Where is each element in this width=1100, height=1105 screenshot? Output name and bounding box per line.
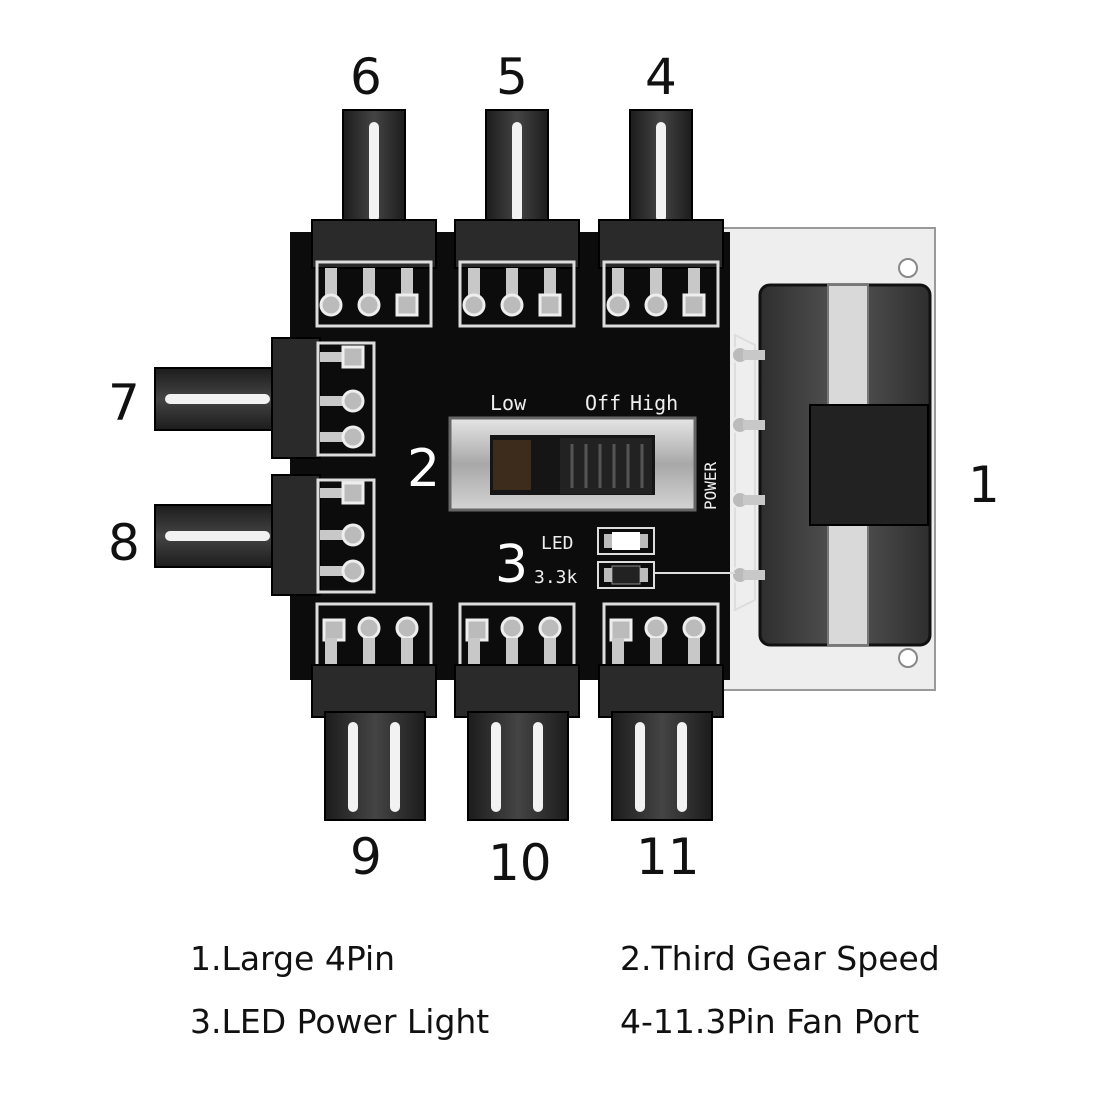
legend-item-2: 2.Third Gear Speed <box>620 939 940 978</box>
fan-port-9 <box>311 602 437 821</box>
switch-label-low: Low <box>490 391 527 415</box>
callout-7: 7 <box>108 374 140 432</box>
callout-11: 11 <box>636 828 700 886</box>
callout-4: 4 <box>645 48 677 106</box>
callout-6: 6 <box>350 48 382 106</box>
fan-port-8 <box>154 474 376 596</box>
legend-item-1: 1.Large 4Pin <box>190 939 396 978</box>
callout-1: 1 <box>968 456 1000 514</box>
switch-label-off: Off <box>585 391 621 415</box>
resistor-label: 3.3k <box>534 567 578 588</box>
led-component <box>597 527 655 555</box>
switch-label-high: High <box>630 391 678 415</box>
molex-4pin-connector <box>719 227 936 691</box>
speed-slide-switch <box>448 416 697 512</box>
callout-9: 9 <box>350 828 382 886</box>
legend-item-3: 3.LED Power Light <box>190 1002 490 1041</box>
power-label: POWER <box>701 461 720 510</box>
fan-port-10 <box>454 602 580 821</box>
fan-port-5 <box>454 109 580 328</box>
fan-port-4 <box>598 109 724 328</box>
callout-5: 5 <box>496 48 528 106</box>
fan-port-6 <box>311 109 437 328</box>
power-header-pins <box>731 333 765 612</box>
fan-port-11 <box>598 602 724 821</box>
led-label: LED <box>541 533 574 554</box>
legend-item-4: 4-11.3Pin Fan Port <box>620 1002 920 1041</box>
fan-port-7 <box>154 337 376 459</box>
callout-8: 8 <box>108 514 140 572</box>
callout-3: 3 <box>495 535 528 595</box>
callout-10: 10 <box>488 834 552 892</box>
callout-2: 2 <box>407 439 440 499</box>
resistor-component <box>597 561 655 589</box>
